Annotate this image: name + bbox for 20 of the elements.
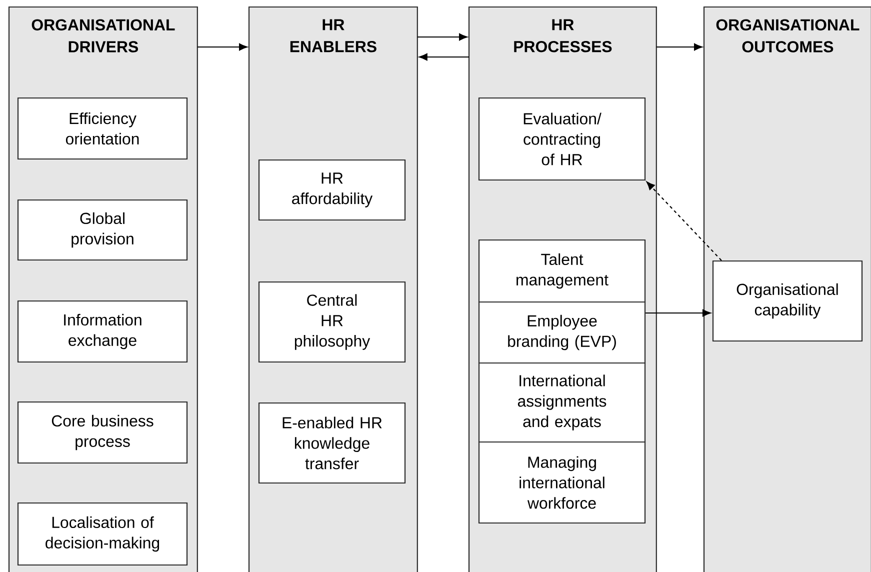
arrow [646,309,711,317]
text-box: Global provision [17,199,188,261]
text-box: Evaluation/ contracting of HR [478,97,646,181]
dashed-arrow [646,182,722,261]
text-box: Core business process [17,401,188,464]
text-box: Efficiency orientation [17,97,188,160]
arrow [419,53,469,61]
arrow [197,43,248,51]
text-box: Employee branding (EVP) [478,301,646,364]
text-box: Central HR philosophy [258,281,406,363]
arrow [656,43,702,51]
text-box: Organisational capability [712,260,863,342]
text-box: HR affordability [258,159,406,221]
text-box: Managing international workforce [478,441,646,524]
text-box: Localisation of decision-making [17,502,188,566]
text-box: E-enabled HR knowledge transfer [258,402,406,484]
text-box: International assignments and expats [478,362,646,443]
arrow [417,33,468,41]
text-box: Information exchange [17,300,188,363]
text-box: Talent management [478,239,646,303]
